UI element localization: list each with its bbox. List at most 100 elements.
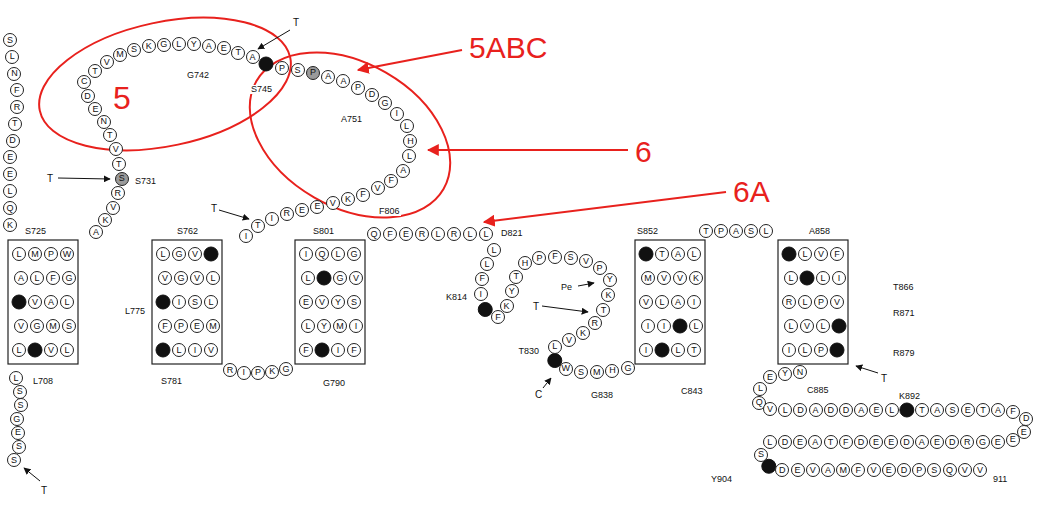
residue-circle: A [89,225,103,239]
residue-circle: D [900,435,914,449]
residue-circle: L [402,149,416,163]
residue-letter: G [624,364,631,373]
residue-circle: L [778,403,792,417]
residue-letter: D [779,466,786,475]
residue-circle: S [754,448,768,462]
residue-letter: G [65,274,72,283]
residue-circle: D [778,435,792,449]
residue-letter: L [16,250,21,259]
residue-circle: F [347,343,361,357]
residue-circle: D [839,403,853,417]
residue-letter: Q [946,466,953,475]
residue-letter: L [491,246,496,255]
residue-circle: V [44,343,58,357]
residue-letter: T [601,306,607,315]
residue-circle: V [371,181,385,195]
marked-residue [800,271,814,285]
residue-letter: I [693,298,696,307]
residue-letter: G [282,365,289,374]
residue-letter: P [279,64,285,73]
residue-circle: E [299,295,313,309]
residue-number: D821 [500,229,524,238]
residue-circle: S [62,319,76,333]
residue-circle: F [851,463,865,477]
residue-letter: E [221,44,227,53]
residue-letter: F [834,250,840,259]
residue-circle: V [800,319,814,333]
residue-circle: S [115,172,129,186]
residue-circle: V [673,271,687,285]
residue-circle: K [341,192,355,206]
residue-letter: F [162,322,168,331]
site-label: T [40,486,48,496]
marked-residue [832,319,846,333]
residue-circle: F [1006,405,1020,419]
residue-circle: S [574,365,588,379]
residue-letter: C [81,77,88,86]
residue-circle: H [605,364,619,378]
residue-letter: S [351,298,357,307]
site-arrow [542,306,588,312]
residue-circle: T [103,128,117,142]
residue-letter: I [663,322,666,331]
residue-number: S852 [636,227,659,236]
residue-letter: F [50,274,56,283]
residue-number: Y904 [710,475,733,484]
residue-circle: R [588,316,602,330]
residue-letter: M [336,322,344,331]
residue-circle: P [912,463,926,477]
residue-letter: L [7,187,12,196]
residue-circle: A [202,39,216,53]
residue-letter: F [360,190,366,199]
residue-letter: I [337,346,340,355]
marked-residue [204,247,218,261]
marked-residue [782,247,796,261]
residue-circle: R [223,363,237,377]
residue-letter: L [763,227,768,236]
residue-letter: A [995,406,1001,415]
site-label: Pe [560,283,573,292]
residue-letter: E [888,438,894,447]
residue-letter: V [871,466,877,475]
residue-letter: M [593,368,601,377]
residue-circle: L [206,271,220,285]
residue-circle: T [824,435,838,449]
residue-letter: E [92,105,98,114]
residue-circle: I [299,247,313,261]
residue-circle: Q [3,201,17,215]
residue-letter: A [733,227,739,236]
residue-letter: L [335,250,340,259]
residue-letter: A [813,406,819,415]
residue-circle: F [46,271,60,285]
residue-letter: F [387,230,393,239]
residue-letter: A [812,438,818,447]
residue-circle: D [945,435,959,449]
residue-circle: Y [331,295,345,309]
residue-circle: P [275,61,289,75]
residue-letter: V [804,322,810,331]
residue-letter: V [208,346,214,355]
residue-letter: K [504,302,510,311]
residue-circle: P [593,261,607,275]
residue-letter: L [820,322,825,331]
residue-letter: V [162,274,168,283]
residue-letter: E [299,206,305,215]
marked-residue [315,343,329,357]
residue-circle: K [576,326,590,340]
residue-circle: T [251,219,265,233]
residue-circle: V [158,271,172,285]
site-arrow [58,178,110,179]
residue-circle: V [315,295,329,309]
site-label: T [880,374,888,384]
residue-circle: L [172,343,186,357]
residue-letter: M [49,322,57,331]
residue-letter: F [495,313,501,322]
residue-letter: L [407,152,412,161]
residue-letter: L [659,298,664,307]
residue-letter: T [514,272,520,281]
residue-letter: L [758,384,763,393]
residue-letter: L [176,346,181,355]
residue-letter: D [843,406,850,415]
residue-circle: V [349,271,363,285]
residue-letter: L [552,342,557,351]
